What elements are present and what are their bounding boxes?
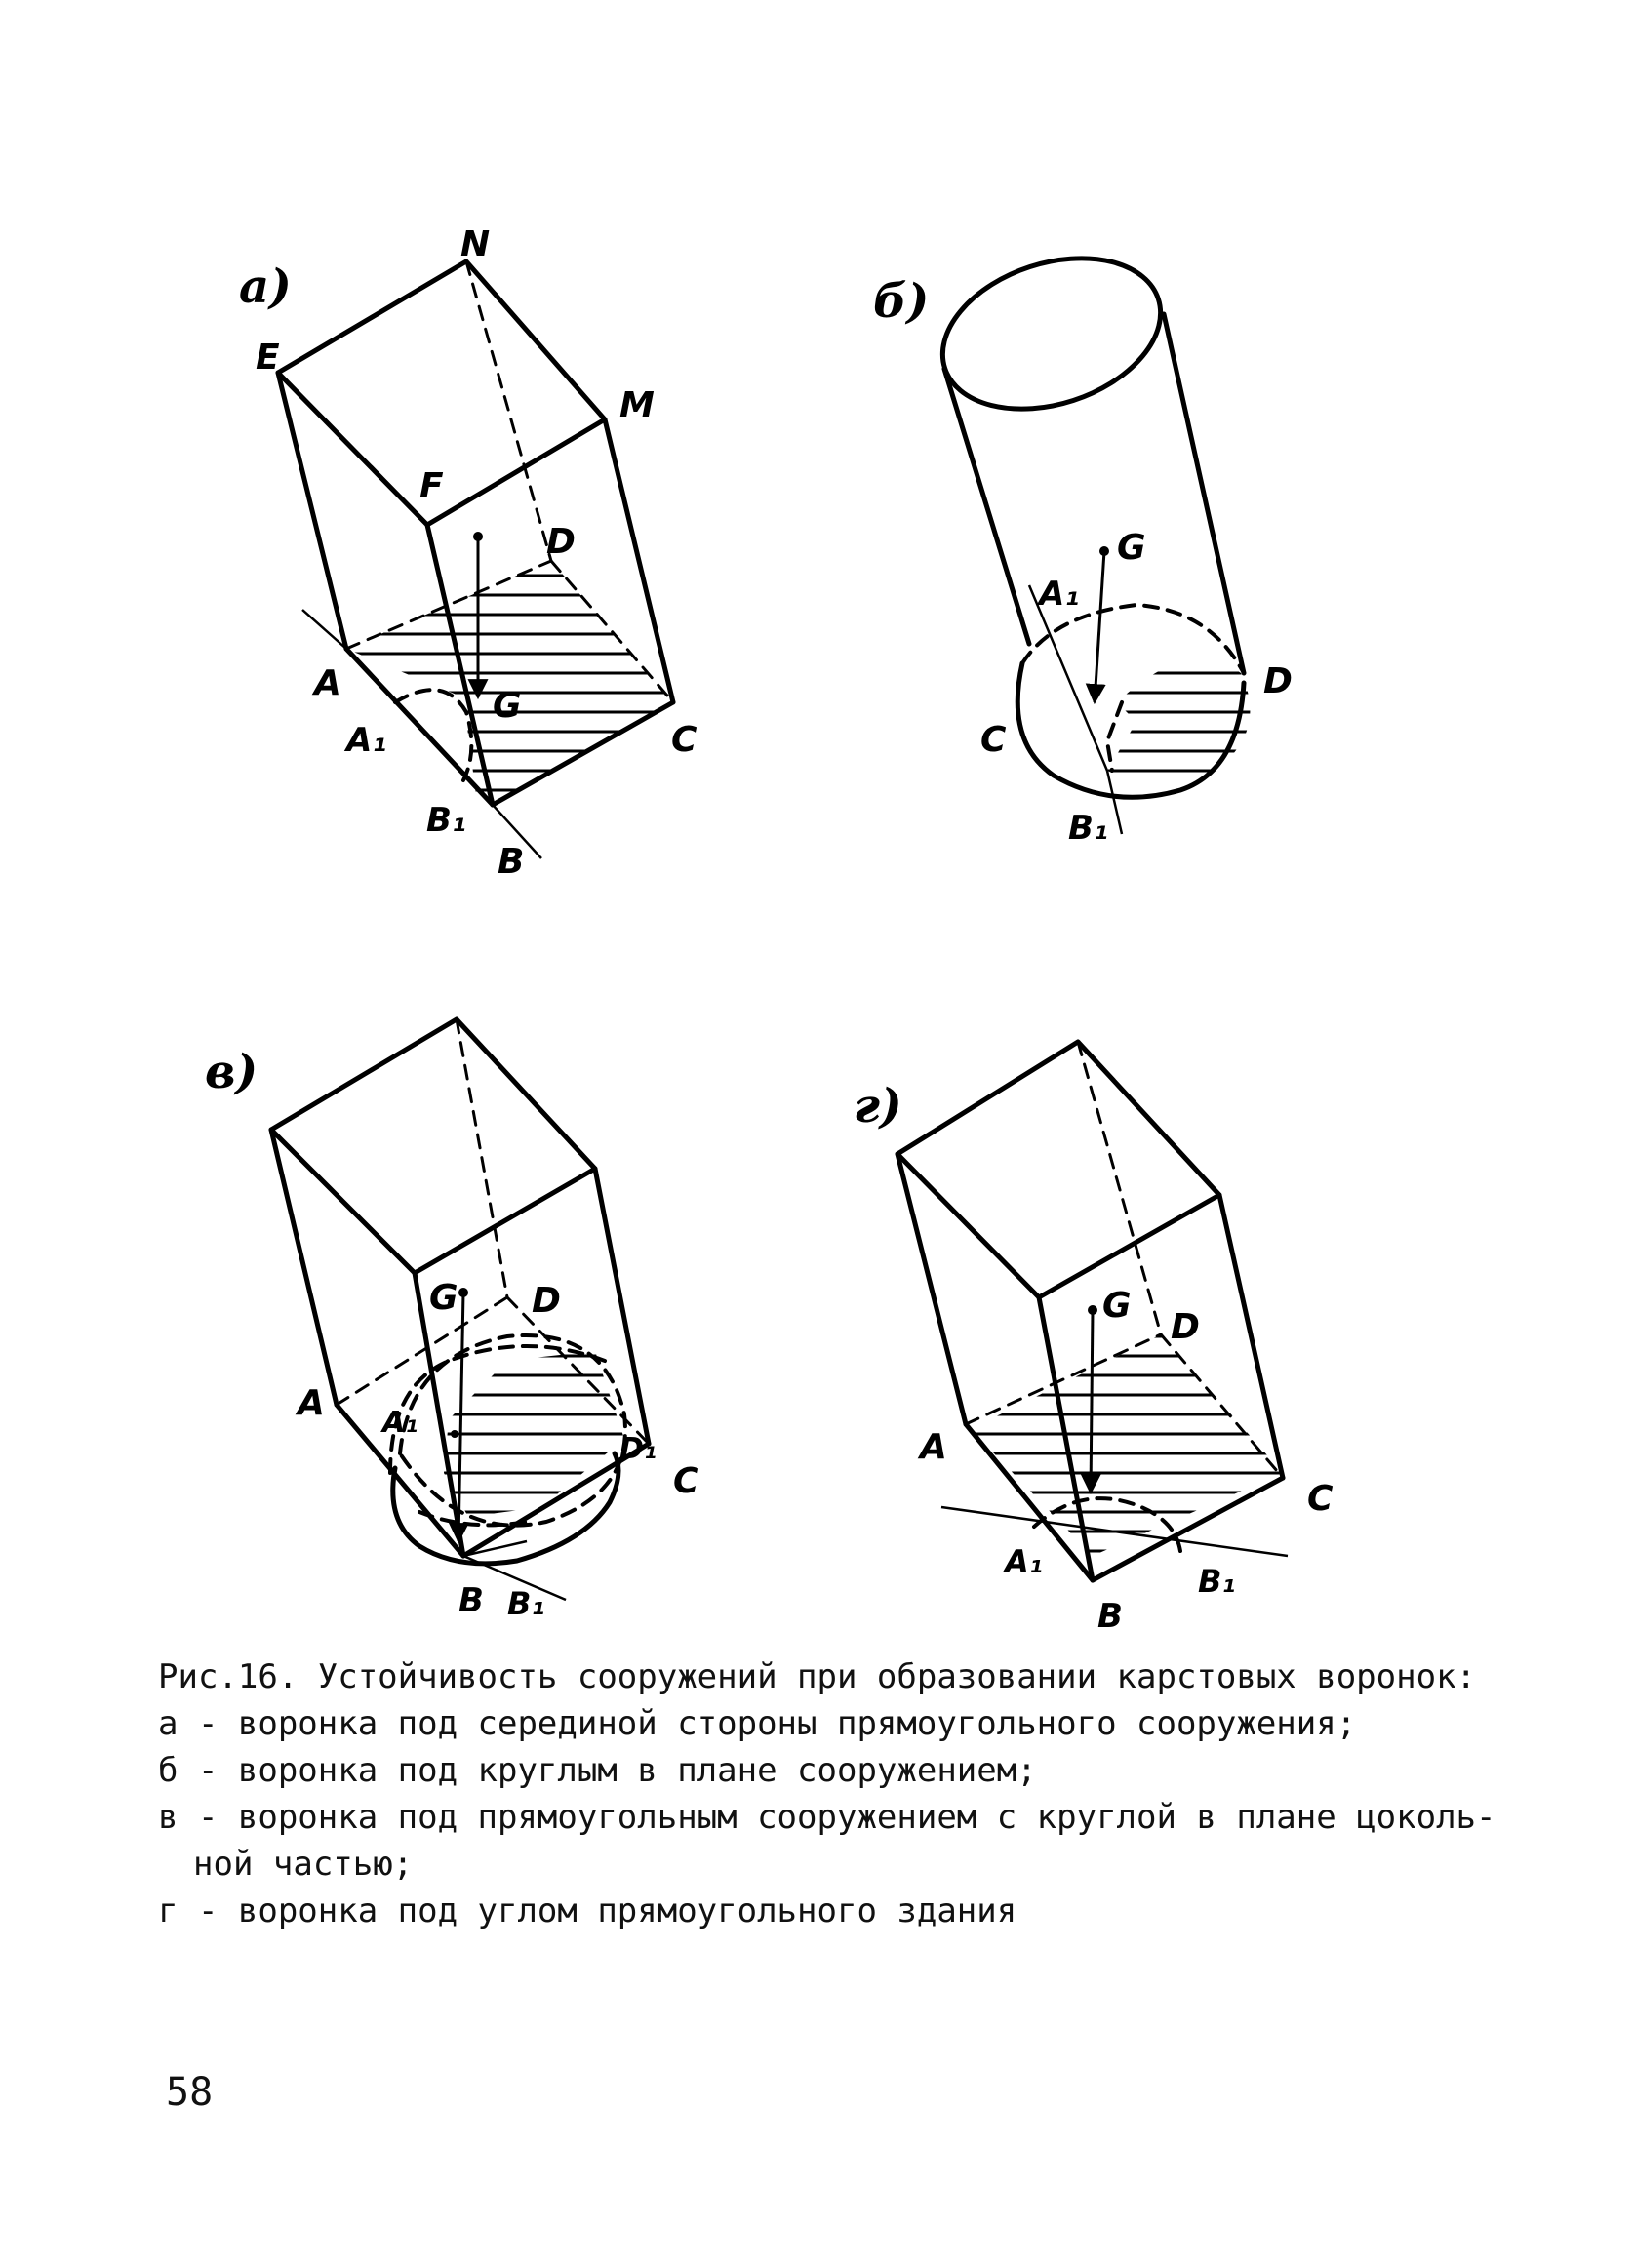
- vertex-g-A: A: [917, 1427, 947, 1467]
- vertex-g-G: G: [1102, 1286, 1132, 1326]
- vertex-v-G: G: [429, 1278, 458, 1318]
- vertex-b-C: C: [980, 720, 1007, 760]
- vertex-v-B: B: [458, 1581, 484, 1620]
- panel-g-diagram: [895, 1039, 1289, 1583]
- vertex-v-A1: A₁: [380, 1406, 418, 1440]
- vertex-b-D: D: [1263, 661, 1293, 701]
- panel-a-label: а): [239, 259, 292, 314]
- caption-item-a: а - воронка под серединой стороны прямоу…: [158, 1704, 1357, 1743]
- vertex-a-B: B: [498, 842, 524, 882]
- panel-a-diagram: [275, 259, 676, 859]
- vertex-g-B1: B₁: [1198, 1563, 1235, 1600]
- vertex-g-A1: A₁: [1002, 1543, 1043, 1580]
- vertex-b-B1: B₁: [1068, 809, 1108, 848]
- panel-v-label: в): [205, 1045, 258, 1099]
- panel-g-label: г): [854, 1079, 902, 1134]
- vertex-a-C: C: [671, 720, 697, 760]
- panel-a-hatched-area: [346, 561, 673, 805]
- vertex-g-D: D: [1171, 1307, 1200, 1347]
- caption-title: Рис.16. Устойчивость сооружений при обра…: [158, 1657, 1477, 1696]
- vertex-g-B: B: [1097, 1597, 1123, 1636]
- panel-b-diagram: [939, 256, 1251, 835]
- vertex-a-M: M: [619, 385, 655, 425]
- page-number: 58: [166, 2070, 214, 2115]
- vertex-v-D: D: [532, 1281, 561, 1321]
- vertex-b-A1: A₁: [1036, 575, 1079, 614]
- vertex-a-A: A: [311, 663, 341, 703]
- panel-g-hatched-area: [971, 1334, 1283, 1556]
- vertex-g-C: C: [1307, 1479, 1334, 1519]
- vertex-v-B1: B₁: [507, 1585, 544, 1622]
- vertex-v-D1: D₁: [619, 1432, 657, 1466]
- vertex-a-E: E: [256, 338, 280, 378]
- panel-v-hatched-area: [444, 1351, 624, 1517]
- caption-item-v-line2: ной частью;: [193, 1845, 414, 1884]
- caption-item-b: б - воронка под круглым в плане сооружен…: [158, 1751, 1037, 1790]
- panel-v-diagram: [268, 1016, 652, 1602]
- vertex-v-C: C: [673, 1461, 699, 1501]
- vertex-a-B1: B₁: [426, 801, 466, 840]
- vertex-a-F: F: [419, 466, 444, 506]
- panel-b-hatched-area: [1107, 658, 1251, 783]
- panel-b-label: б): [873, 274, 929, 329]
- vertex-b-G: G: [1117, 528, 1146, 568]
- vertex-a-N: N: [460, 224, 490, 264]
- vertex-a-D: D: [546, 522, 576, 562]
- caption-item-v-line1: в - воронка под прямоугольным сооружение…: [158, 1798, 1496, 1837]
- figure-caption: Рис.16. Устойчивость сооружений при обра…: [158, 1653, 1496, 1934]
- vertex-v-A: A: [295, 1383, 325, 1423]
- vertex-a-A1: A₁: [343, 721, 386, 760]
- caption-item-g: г - воронка под углом прямоугольного зда…: [158, 1891, 1017, 1930]
- vertex-a-G: G: [493, 686, 522, 726]
